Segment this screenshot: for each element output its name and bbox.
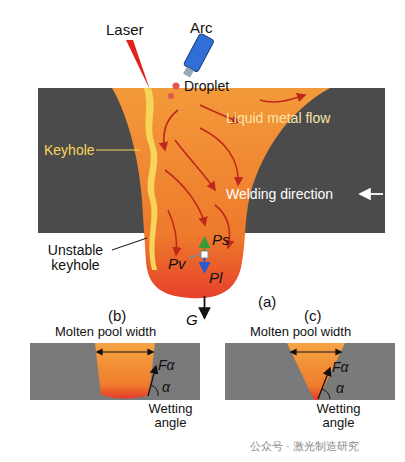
part-label: Liquid metal flow	[226, 111, 330, 126]
gravity-arrow	[204, 296, 206, 318]
force-arrow	[189, 254, 201, 258]
panel-label: (a)	[258, 294, 276, 311]
part-label: Droplet	[184, 79, 229, 94]
force-symbol: Fα	[332, 360, 349, 375]
part-label: Arc	[190, 20, 213, 37]
force-symbol: Fα	[158, 358, 175, 373]
force-symbol: G	[186, 312, 198, 329]
force-symbol: Ps	[212, 232, 230, 249]
arc-torch	[180, 33, 215, 79]
droplet	[173, 83, 180, 90]
part-label: Laser	[106, 22, 144, 39]
part-label: Wetting angle	[306, 402, 371, 431]
part-label: Unstable keyhole	[38, 243, 113, 274]
dimension-label: Molten pool width	[55, 325, 156, 339]
force-element	[201, 251, 208, 258]
panel-c	[225, 343, 395, 400]
panel-b	[30, 343, 200, 400]
part-label: Welding direction	[226, 187, 333, 202]
leader-line	[96, 150, 140, 151]
keyhole-channel	[144, 88, 157, 270]
force-symbol: Pv	[168, 256, 186, 273]
force-arrow	[204, 258, 206, 272]
direction-arrow	[360, 193, 383, 195]
panel-label: (c)	[304, 308, 322, 325]
angle-symbol: α	[162, 380, 170, 395]
part-label: Keyhole	[44, 143, 95, 158]
droplet	[168, 93, 174, 99]
panel-label: (b)	[108, 308, 126, 325]
part-label: Wetting angle	[138, 402, 203, 431]
force-arrow	[204, 238, 206, 251]
watermark: 公众号 · 激光制造研究	[250, 440, 359, 452]
angle-symbol: α	[336, 381, 344, 396]
force-symbol: Pl	[209, 270, 222, 287]
laser-beam	[126, 40, 150, 90]
leader-line	[112, 238, 147, 250]
dimension-label: Molten pool width	[250, 325, 351, 339]
